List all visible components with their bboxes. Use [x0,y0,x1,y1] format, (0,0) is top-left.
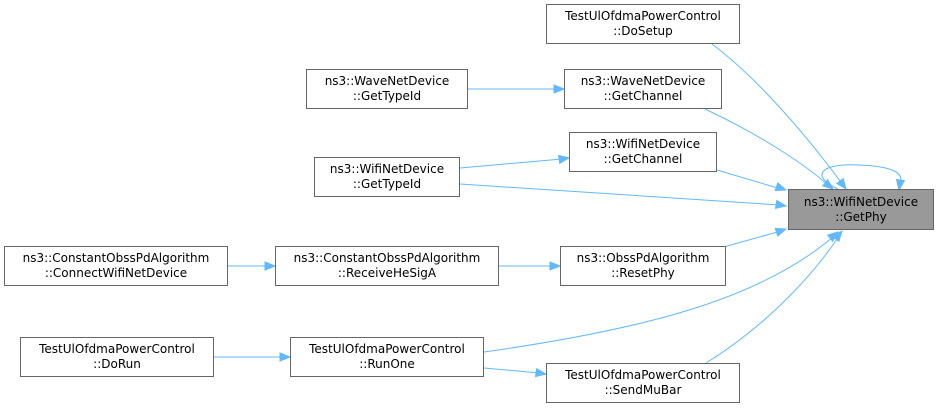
edge-dorun-to-runone [214,352,292,362]
node-constant-obss-pd-algorithm-receivehesiga[interactable]: ns3::ConstantObssPdAlgorithm ::ReceiveHe… [275,246,499,286]
node-label-line2: ::SendMuBar [604,383,682,397]
edge-line [483,367,540,374]
node-constant-obss-pd-algorithm-connectwifinetdevice[interactable]: ns3::ConstantObssPdAlgorithm ::ConnectWi… [4,246,228,286]
edge-getphy-self-loop [821,164,906,192]
edge-arrowhead [557,154,571,165]
node-label-line1: ns3::WifiNetDevice [803,194,919,209]
edge-arrowhead [264,261,277,271]
node-label-line2: ::GetPhy [835,209,887,224]
node-label-line2: ::RunOne [359,357,415,371]
edge-wave-getchannel-to-getphy [704,108,835,190]
edge-arrowhead [895,178,906,192]
node-label-line1: ns3::WaveNetDevice [580,74,706,88]
node-label-line1: ns3::ObssPdAlgorithm [576,251,710,265]
edge-line [716,169,782,190]
node-test-ul-ofdma-power-control-runone[interactable]: TestUlOfdmaPowerControl ::RunOne [290,337,484,377]
edge-arrowhead [821,178,835,190]
node-test-ul-ofdma-power-control-dosetup[interactable]: TestUlOfdmaPowerControl ::DoSetup [546,4,740,44]
edge-arrowhead [835,177,847,191]
edge-line [705,235,840,364]
edge-line [459,183,781,206]
edge-receive-to-resetphy [499,261,562,271]
node-wave-net-device-gettypeid[interactable]: ns3::WaveNetDevice ::GetTypeId [306,69,468,109]
edge-line [719,230,782,249]
node-label-line2: ::DoSetup [613,24,673,38]
node-wifi-net-device-getchannel[interactable]: ns3::WifiNetDevice ::GetChannel [569,132,717,172]
edge-arrowhead [831,229,843,243]
node-wifi-net-device-gettypeid[interactable]: ns3::WifiNetDevice ::GetTypeId [314,157,460,197]
node-label-line1: TestUlOfdmaPowerControl [39,342,195,356]
node-label-line2: ::GetChannel [603,89,683,103]
node-wave-net-device-getchannel[interactable]: ns3::WaveNetDevice ::GetChannel [564,69,722,109]
edge-connect-to-receive [228,261,277,271]
node-label-line2: ::GetChannel [603,152,683,166]
node-wifi-net-device-getphy: ns3::WifiNetDevice ::GetPhy [788,189,934,230]
edge-line [711,43,844,186]
node-obss-pd-algorithm-resetphy[interactable]: ns3::ObssPdAlgorithm ::ResetPhy [560,246,726,286]
edge-line [704,108,829,186]
node-label-line1: ns3::ConstantObssPdAlgorithm [22,251,210,265]
node-label-line2: ::ResetPhy [611,266,675,280]
edge-arrowhead [279,352,292,362]
node-label-line2: ::GetTypeId [352,89,422,103]
node-label-line2: ::ConnectWifiNetDevice [44,266,188,280]
node-test-ul-ofdma-power-control-sendmubar[interactable]: TestUlOfdmaPowerControl ::SendMuBar [546,363,740,403]
edge-line [483,235,835,353]
node-label-line1: TestUlOfdmaPowerControl [309,342,465,356]
node-label-line1: TestUlOfdmaPowerControl [565,9,721,23]
node-label-line1: ns3::WifiNetDevice [585,137,701,151]
edge-wifi-gettypeid-to-getphy [459,183,788,209]
edge-arrowhead [534,367,548,378]
edge-line [459,158,563,169]
edge-arrowhead [774,182,788,192]
edge-runone-to-sendmubar [483,367,548,378]
edge-arrowhead [553,84,566,94]
edge-wifi-gettypeid-to-wifi-getchannel [459,154,571,169]
edge-wave-gettypeid-to-wave-getchannel [468,84,566,94]
node-label-line2: ::DoRun [93,357,141,371]
edge-wifi-getchannel-to-getphy [716,169,788,192]
edge-resetphy-to-getphy [719,227,788,249]
node-test-ul-ofdma-power-control-dorun[interactable]: TestUlOfdmaPowerControl ::DoRun [20,337,214,377]
node-label-line1: ns3::WaveNetDevice [324,74,450,88]
edge-arrowhead [774,199,788,209]
edge-sendmubar-to-getphy [705,229,843,364]
edge-dosetup-to-getphy [711,43,847,191]
node-label-line1: ns3::ConstantObssPdAlgorithm [293,251,481,265]
node-label-line1: ns3::WifiNetDevice [329,162,445,176]
edge-arrowhead [774,227,788,237]
node-label-line2: ::GetTypeId [352,177,422,191]
node-label-line1: TestUlOfdmaPowerControl [565,368,721,382]
edge-arrowhead [549,261,562,271]
edge-line [821,164,902,190]
node-label-line2: ::ReceiveHeSigA [337,266,437,280]
